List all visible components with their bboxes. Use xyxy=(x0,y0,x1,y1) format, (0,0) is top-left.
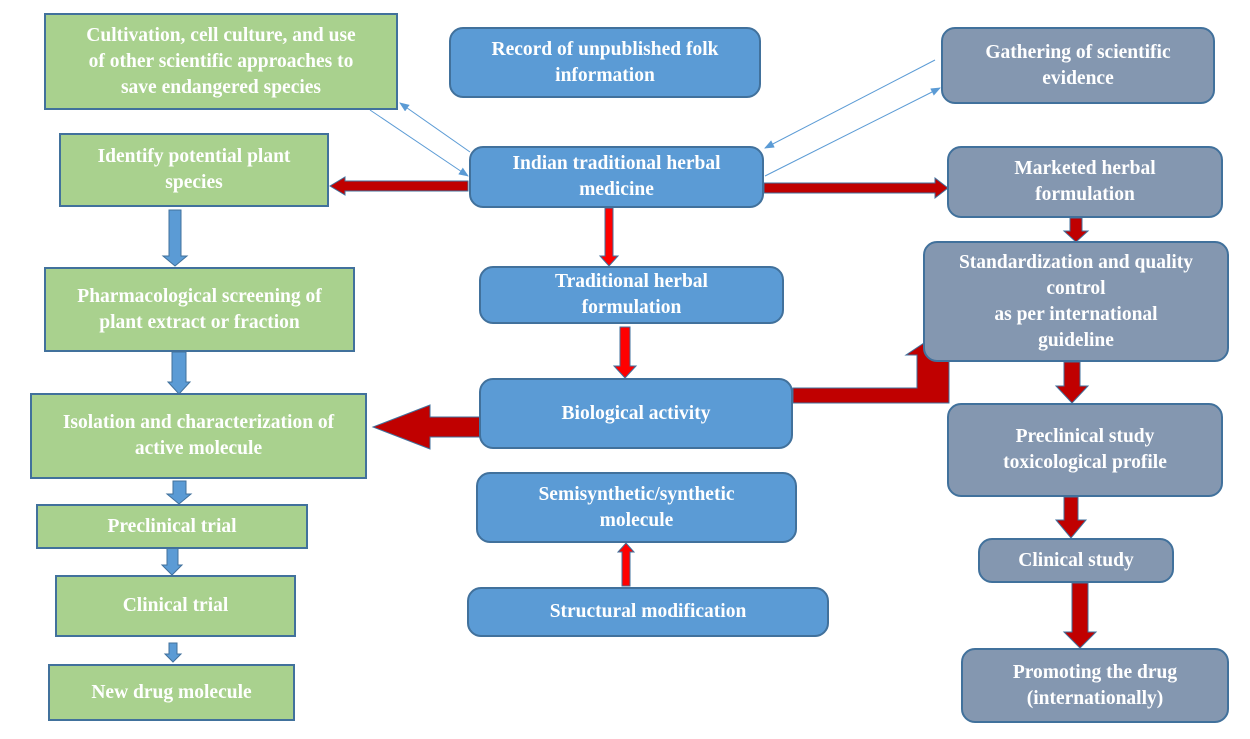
arrow-standardization-to-preclinical xyxy=(1054,361,1090,404)
arrow-identify-to-pharmacological xyxy=(161,209,189,267)
box-semisynthetic-molecule: Semisynthetic/synthetic molecule xyxy=(476,472,797,543)
arrow-indian-to-traditional xyxy=(598,207,620,267)
box-isolation-characterization: Isolation and characterization of active… xyxy=(30,393,367,479)
box-traditional-herbal-formulation: Traditional herbal formulation xyxy=(479,266,784,324)
box-clinical-study: Clinical study xyxy=(978,538,1174,583)
arrow-traditional-to-biological xyxy=(612,326,638,379)
box-biological-activity: Biological activity xyxy=(479,378,793,449)
box-new-drug-molecule: New drug molecule xyxy=(48,664,295,721)
connector-indian-to-gathering xyxy=(764,87,941,177)
box-cultivation: Cultivation, cell culture, and use of ot… xyxy=(44,13,398,110)
arrow-clinical-to-promoting xyxy=(1062,582,1098,649)
arrow-indian-to-identify xyxy=(329,176,469,196)
box-promoting-the-drug: Promoting the drug (internationally) xyxy=(961,648,1229,723)
box-preclinical-trial: Preclinical trial xyxy=(36,504,308,549)
arrow-pharmacological-to-isolation xyxy=(166,351,192,395)
connector-indian-to-cultivation xyxy=(399,102,471,153)
arrow-biological-to-isolation xyxy=(371,404,491,450)
box-gathering-scientific-evidence: Gathering of scientific evidence xyxy=(941,27,1215,104)
box-preclinical-study: Preclinical study toxicological profile xyxy=(947,403,1223,497)
arrow-marketed-to-standardization xyxy=(1062,217,1090,243)
box-clinical-trial: Clinical trial xyxy=(55,575,296,637)
arrow-clinical-to-new-drug xyxy=(163,642,183,663)
arrow-indian-to-marketed xyxy=(763,176,949,200)
arrow-preclinical-to-clinical xyxy=(1054,496,1088,539)
arrow-structural-to-semisynthetic xyxy=(616,542,636,587)
box-record-folk-information: Record of unpublished folk information xyxy=(449,27,761,98)
box-indian-traditional-herbal-medicine: Indian traditional herbal medicine xyxy=(469,146,764,208)
box-marketed-herbal-formulation: Marketed herbal formulation xyxy=(947,146,1223,218)
connector-gathering-to-indian xyxy=(764,59,936,149)
box-structural-modification: Structural modification xyxy=(467,587,829,637)
box-standardization-quality-control: Standardization and quality control as p… xyxy=(923,241,1229,362)
box-identify-plant-species: Identify potential plant species xyxy=(59,133,329,207)
connector-cultivation-to-indian xyxy=(369,109,469,177)
box-pharmacological-screening: Pharmacological screening of plant extra… xyxy=(44,267,355,352)
arrow-isolation-to-preclinical xyxy=(165,480,193,505)
arrow-preclinical-to-clinical-trial xyxy=(160,547,184,576)
